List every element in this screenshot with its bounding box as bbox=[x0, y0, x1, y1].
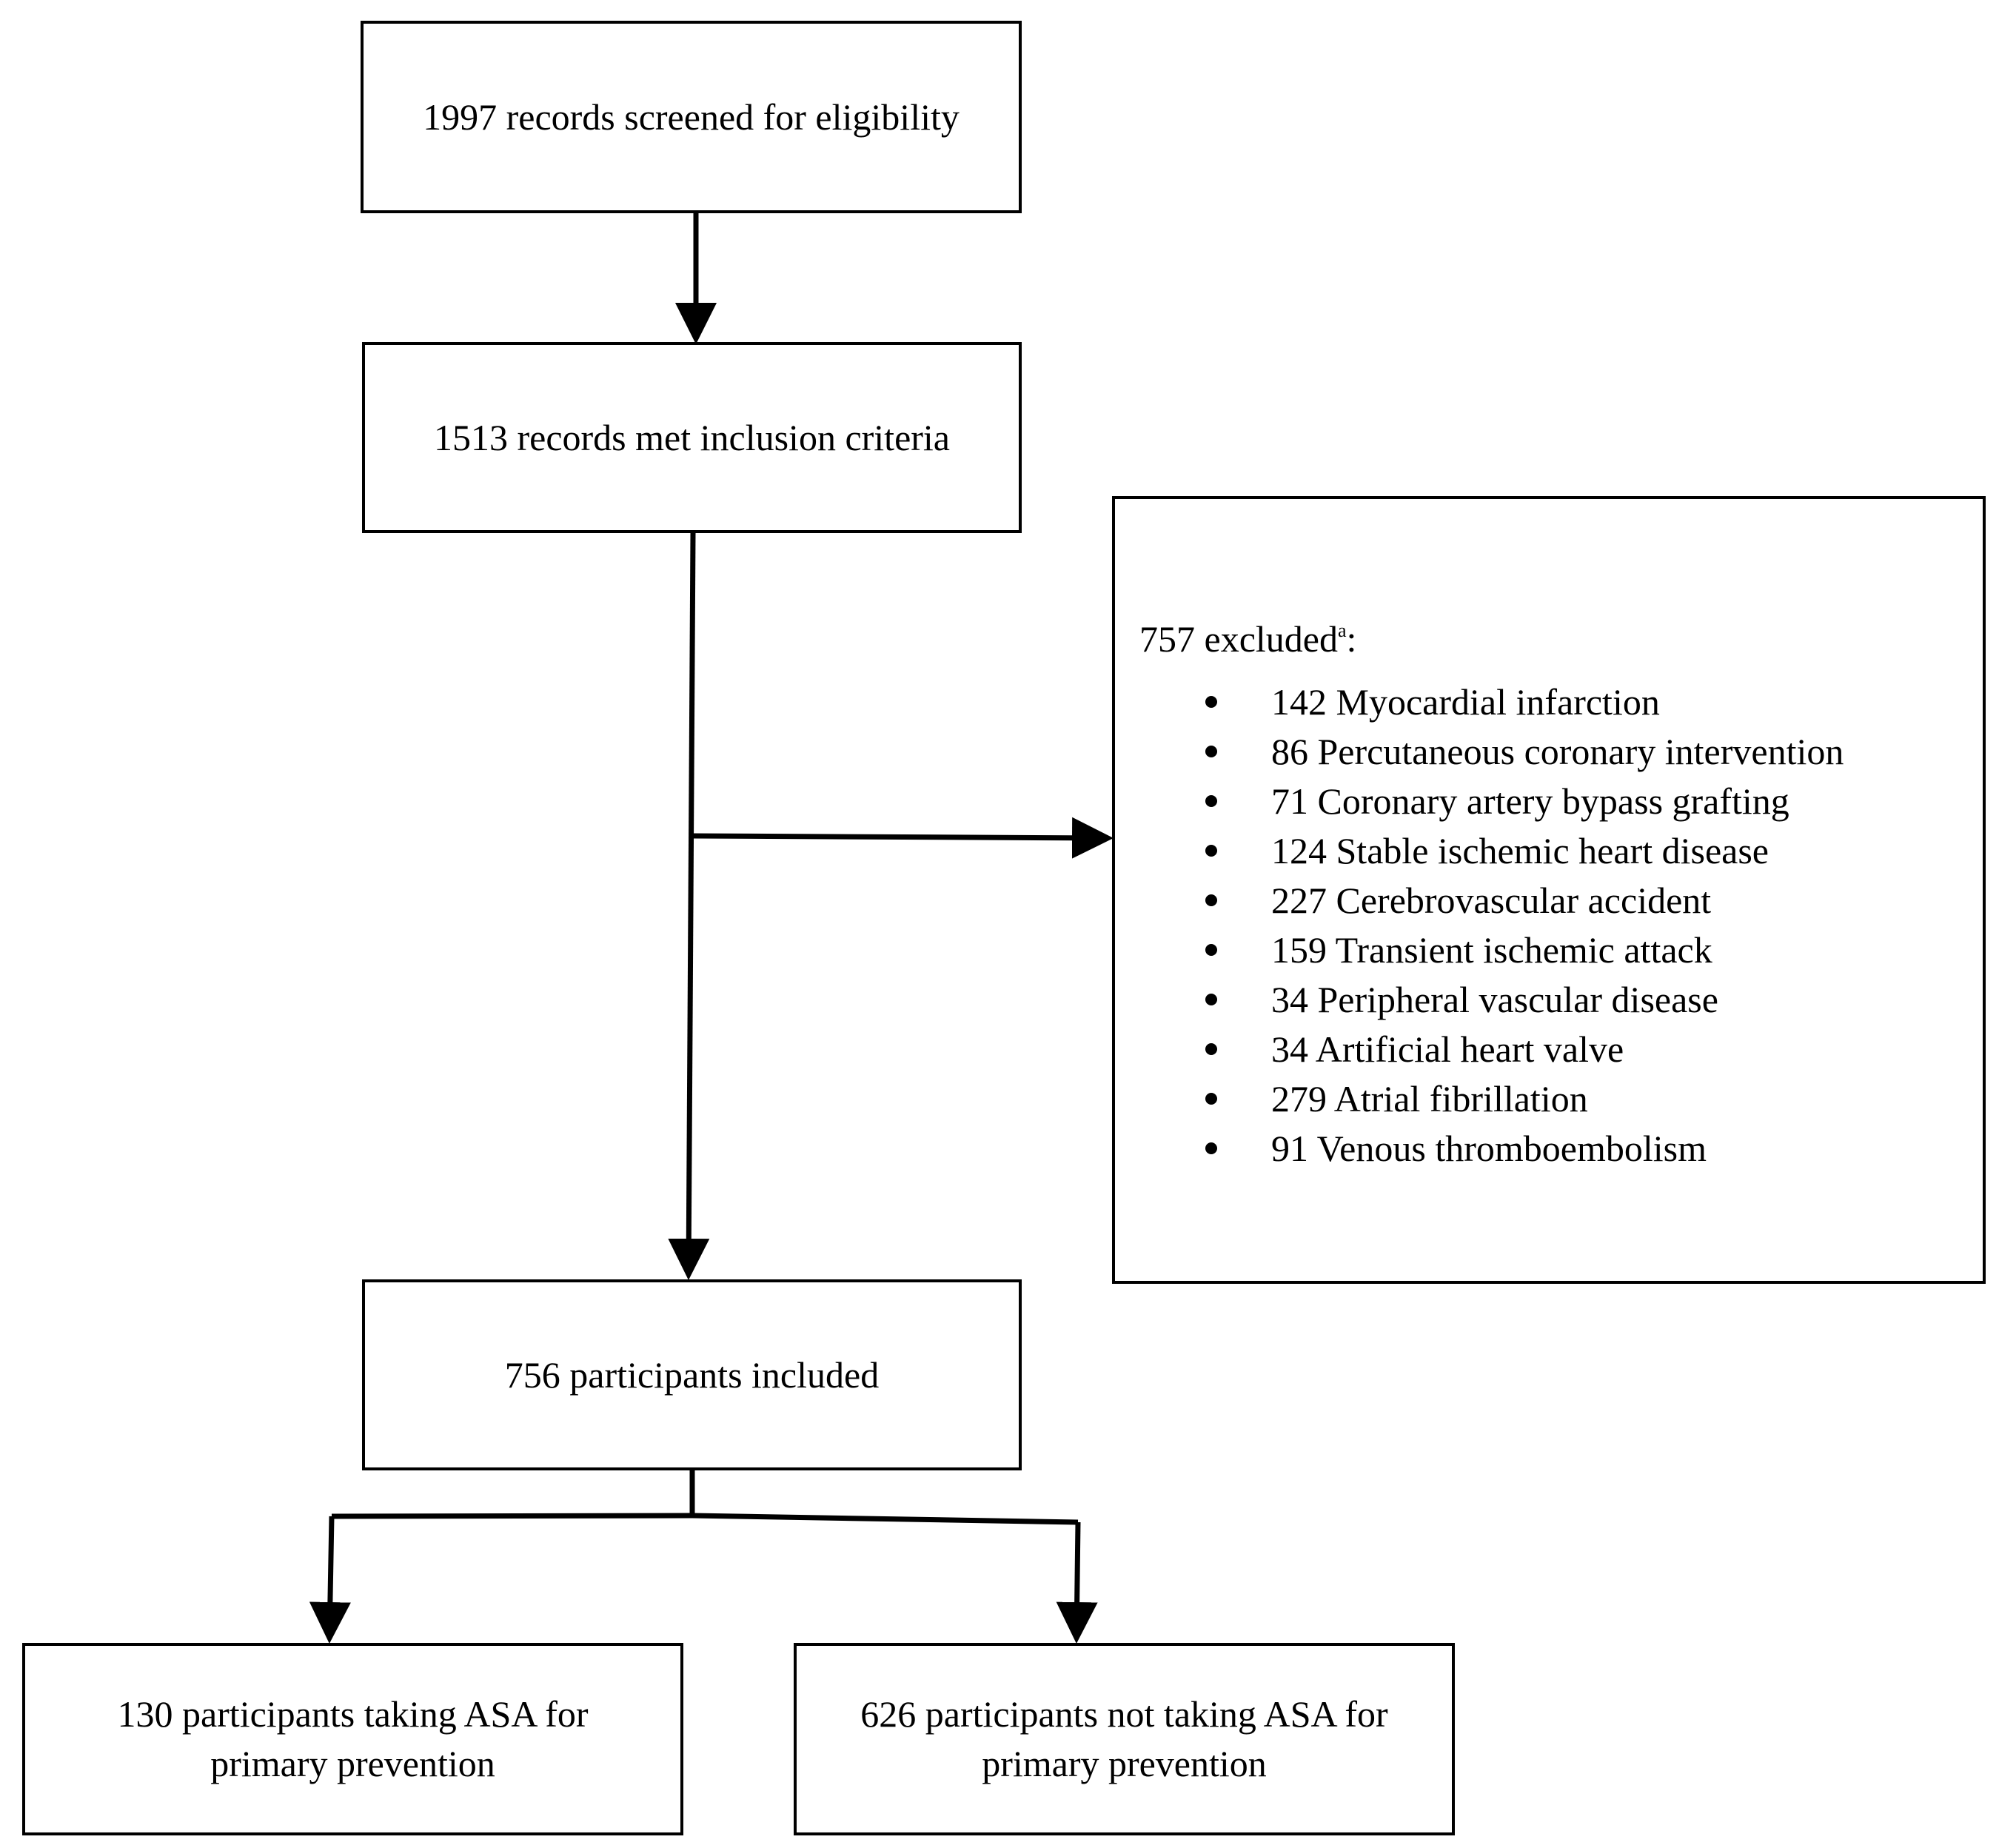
excluded-list: 142 Myocardial infarction 86 Percutaneou… bbox=[1115, 677, 1844, 1174]
excluded-item-text: 279 Atrial fibrillation bbox=[1271, 1078, 1588, 1119]
excluded-item: 142 Myocardial infarction bbox=[1115, 677, 1844, 727]
excluded-item: 159 Transient ischemic attack bbox=[1115, 925, 1844, 975]
bullet-icon bbox=[1205, 696, 1217, 708]
excluded-item: 124 Stable ischemic heart disease bbox=[1115, 826, 1844, 876]
excluded-item-text: 91 Venous thromboembolism bbox=[1271, 1128, 1707, 1169]
arrow-inclusion-to-included bbox=[668, 532, 710, 1280]
excluded-box: 757 excludeda: 142 Myocardial infarction… bbox=[1112, 496, 1986, 1284]
bullet-icon bbox=[1205, 944, 1217, 956]
no-asa-text-line2: primary prevention bbox=[982, 1743, 1267, 1784]
no-asa-text-line1: 626 participants not taking ASA for bbox=[860, 1693, 1388, 1735]
included-text: 756 participants included bbox=[504, 1353, 880, 1396]
asa-text-line2: primary prevention bbox=[210, 1743, 495, 1784]
bullet-icon bbox=[1205, 1142, 1217, 1154]
excluded-item: 91 Venous thromboembolism bbox=[1115, 1124, 1844, 1174]
excluded-item-text: 34 Artificial heart valve bbox=[1271, 1028, 1624, 1070]
excluded-title: 757 excludeda: bbox=[1139, 606, 1356, 664]
excluded-title-colon: : bbox=[1346, 618, 1357, 660]
split-bar bbox=[331, 1513, 1079, 1525]
bullet-icon bbox=[1205, 795, 1217, 807]
bullet-icon bbox=[1205, 1093, 1217, 1105]
excluded-footnote-mark: a bbox=[1337, 620, 1347, 641]
excluded-item-text: 86 Percutaneous coronary intervention bbox=[1271, 731, 1844, 772]
excluded-item: 279 Atrial fibrillation bbox=[1115, 1074, 1844, 1124]
arrow-to-asa bbox=[309, 1516, 351, 1644]
arrow-to-excluded bbox=[692, 817, 1114, 859]
no-asa-box: 626 participants not taking ASA for prim… bbox=[794, 1643, 1455, 1835]
excluded-item: 34 Peripheral vascular disease bbox=[1115, 975, 1844, 1025]
asa-box: 130 participants taking ASA for primary … bbox=[22, 1643, 683, 1835]
excluded-item: 227 Cerebrovascular accident bbox=[1115, 876, 1844, 925]
inclusion-text: 1513 records met inclusion criteria bbox=[434, 416, 950, 458]
excluded-item-text: 34 Peripheral vascular disease bbox=[1271, 979, 1718, 1020]
bullet-icon bbox=[1205, 845, 1217, 857]
bullet-icon bbox=[1205, 746, 1217, 757]
excluded-item-text: 71 Coronary artery bypass grafting bbox=[1271, 780, 1789, 822]
excluded-item-text: 124 Stable ischemic heart disease bbox=[1271, 830, 1769, 871]
excluded-item-text: 159 Transient ischemic attack bbox=[1271, 929, 1712, 971]
screened-text: 1997 records screened for eligibility bbox=[423, 96, 960, 138]
bullet-icon bbox=[1205, 994, 1217, 1005]
screened-box: 1997 records screened for eligibility bbox=[361, 21, 1022, 213]
bullet-icon bbox=[1205, 1043, 1217, 1055]
excluded-item: 34 Artificial heart valve bbox=[1115, 1025, 1844, 1074]
excluded-item-text: 142 Myocardial infarction bbox=[1271, 681, 1660, 723]
excluded-item-text: 227 Cerebrovascular accident bbox=[1271, 880, 1712, 921]
excluded-title-text: 757 excluded bbox=[1139, 618, 1338, 660]
excluded-item: 71 Coronary artery bypass grafting bbox=[1115, 777, 1844, 826]
asa-text: 130 participants taking ASA for primary … bbox=[117, 1690, 588, 1789]
inclusion-box: 1513 records met inclusion criteria bbox=[362, 342, 1022, 533]
no-asa-text: 626 participants not taking ASA for prim… bbox=[860, 1690, 1387, 1789]
bullet-icon bbox=[1205, 894, 1217, 906]
arrow-to-no-asa bbox=[1056, 1521, 1098, 1644]
asa-text-line1: 130 participants taking ASA for bbox=[117, 1693, 589, 1735]
included-box: 756 participants included bbox=[362, 1279, 1022, 1470]
excluded-item: 86 Percutaneous coronary intervention bbox=[1115, 727, 1844, 777]
